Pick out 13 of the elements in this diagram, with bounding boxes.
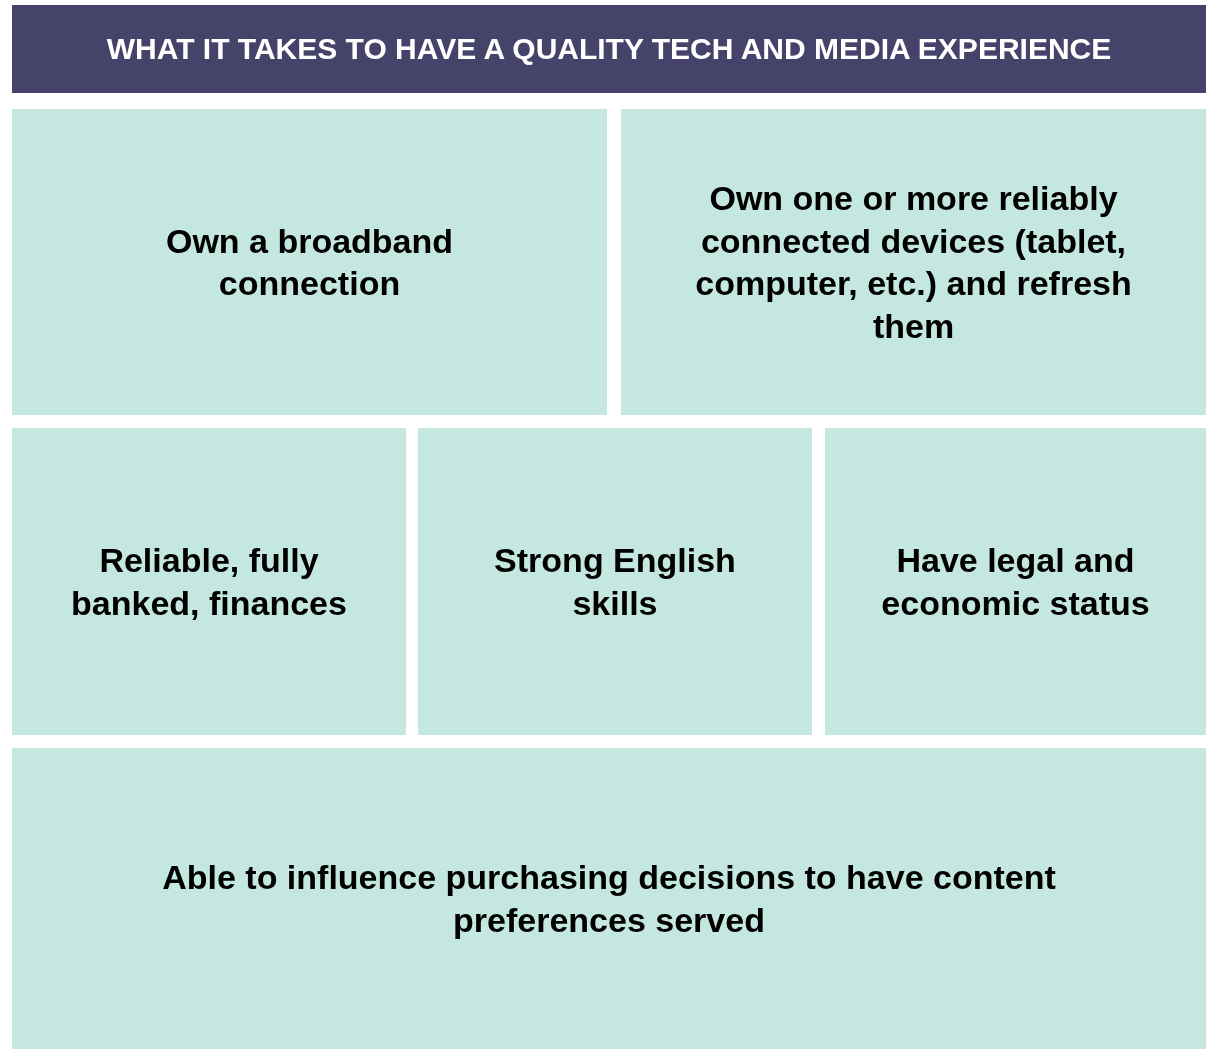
category-box (12, 109, 607, 415)
box-text: Own one or more reliably connected devices (tablet, computer, etc.) and refresh them (694, 178, 1133, 347)
box-text: Have legal and economic status (880, 540, 1151, 624)
category-box (12, 428, 406, 735)
title-banner: WHAT IT TAKES TO HAVE A QUALITY TECH AND MEDIA EXPERIENCE (12, 5, 1206, 93)
category-box (12, 748, 1206, 1049)
category-box (418, 428, 812, 735)
box-text: Able to influence purchasing decisions to have content preferences served (161, 857, 1057, 941)
box-text: Own a broadband connection (164, 220, 455, 304)
box-text: Strong English skills (493, 540, 737, 624)
box-text: Reliable, fully banked, finances (70, 540, 348, 624)
category-box (825, 428, 1206, 735)
category-box (621, 109, 1206, 415)
